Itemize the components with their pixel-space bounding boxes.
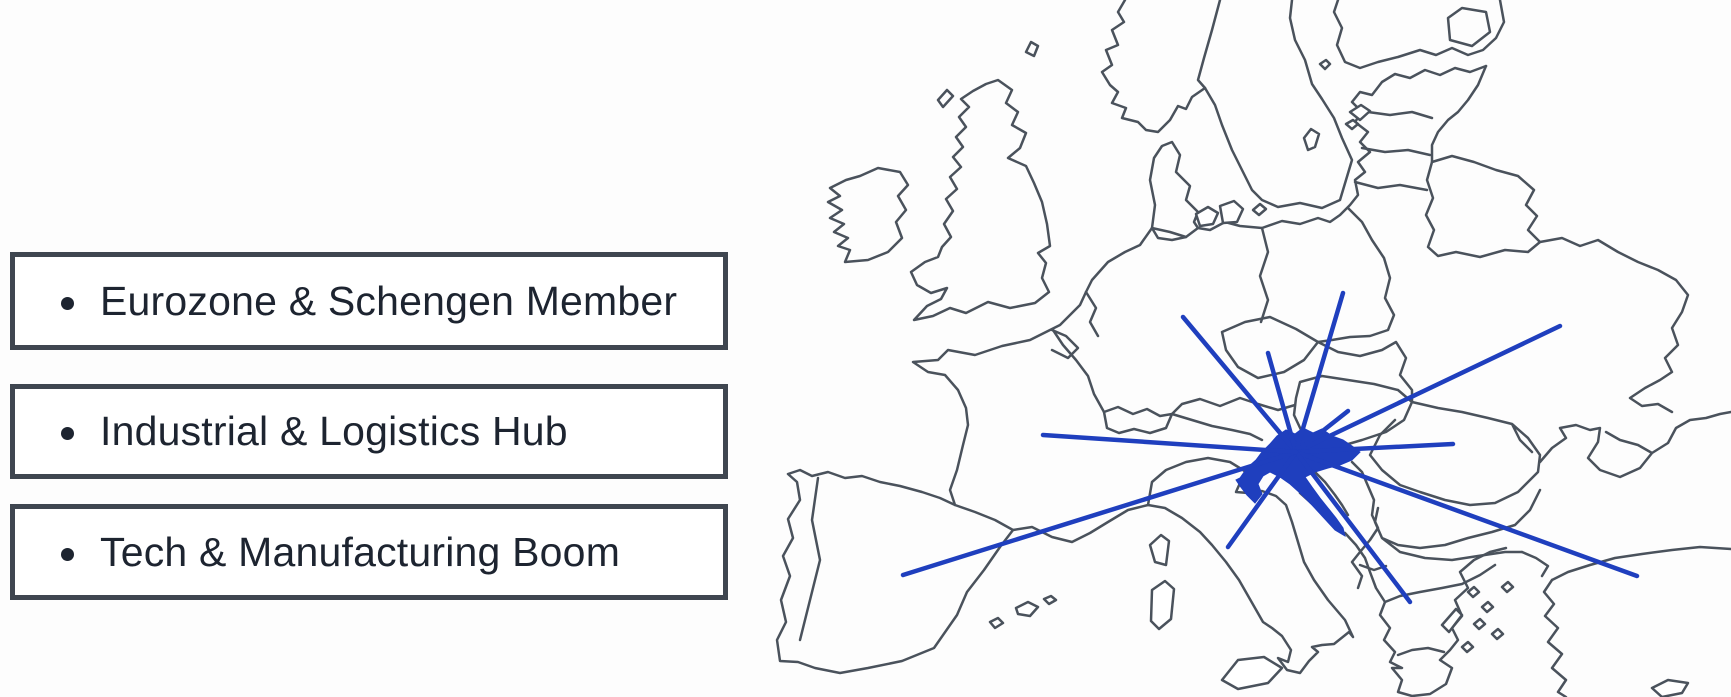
turkey-coast (1520, 545, 1731, 697)
germany-poland-border (1150, 226, 1270, 324)
czechia-outline (1220, 315, 1320, 380)
baltic-islands (1302, 58, 1372, 152)
adriatic-greece-coast (1343, 531, 1508, 697)
connection-line (1293, 441, 1456, 455)
lake-ladoga (1446, 6, 1492, 48)
bullet-icon (61, 427, 74, 440)
rhine-border (1051, 328, 1106, 414)
info-box-label: Eurozone & Schengen Member (100, 277, 678, 324)
norway-sweden-border (1196, 0, 1222, 90)
med-italy-coast (1011, 481, 1355, 675)
benelux-borders (1050, 290, 1100, 360)
hungary-outline (1292, 374, 1414, 449)
connection-line (1180, 314, 1299, 455)
bullet-icon (61, 547, 74, 561)
baltic-coast (1196, 64, 1488, 232)
bullet-icon (61, 296, 74, 310)
ukraine-russia-border (1538, 236, 1690, 414)
info-box-label: Tech & Manufacturing Boom (100, 528, 621, 575)
connection-line (900, 449, 1299, 578)
scottish-isles (936, 40, 1040, 109)
info-box-industrial: Industrial & Logistics Hub (10, 384, 728, 479)
connection-line (1040, 432, 1299, 455)
connection-line (1293, 449, 1413, 605)
info-box-tech: Tech & Manufacturing Boom (10, 504, 728, 600)
bulgaria-borders (1373, 488, 1542, 562)
blacksea-north-coast (1538, 410, 1731, 479)
connection-lines (900, 290, 1640, 605)
sardinia (1149, 579, 1176, 631)
info-box-label: Industrial & Logistics Hub (100, 408, 568, 454)
connection-line (1225, 449, 1299, 550)
connection-line (1293, 449, 1640, 579)
portugal-border (798, 476, 822, 642)
coastline-paths (775, 0, 1731, 697)
switzerland-outline (1102, 405, 1174, 435)
connection-line (1265, 350, 1299, 455)
finland-coast (1332, 0, 1506, 70)
greece-north-border (1383, 563, 1497, 604)
scandinavia-outline (1100, 0, 1354, 210)
iberia-outline (775, 468, 1015, 675)
denmark-outline (1148, 140, 1200, 242)
danish-islands (1194, 199, 1268, 228)
northsea-atlantic-coast (911, 226, 1154, 507)
great-britain-outline (909, 78, 1052, 322)
connection-line (1293, 408, 1351, 455)
info-box-eurozone: Eurozone & Schengen Member (10, 252, 728, 350)
sicily (1220, 655, 1284, 691)
aegean-islands (1440, 580, 1515, 654)
gulf-of-corinth (1396, 646, 1446, 657)
romania-borders (1368, 400, 1542, 507)
cyprus (1650, 678, 1690, 697)
belarus-outline (1424, 154, 1542, 259)
ireland-outline (826, 166, 910, 264)
poland-east-border (1316, 206, 1396, 344)
balearics (988, 594, 1058, 630)
corsica (1148, 533, 1171, 567)
connection-line (1293, 290, 1346, 455)
slovakia-border (1316, 340, 1414, 404)
baltics-borders (1353, 64, 1488, 192)
connection-line (1293, 323, 1563, 455)
